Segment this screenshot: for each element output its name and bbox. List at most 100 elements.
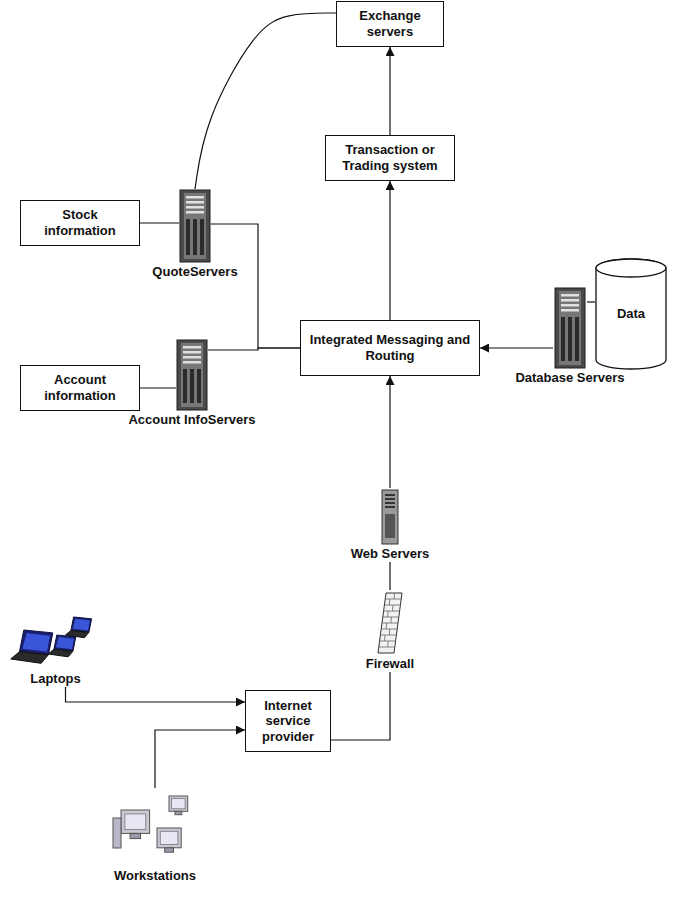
brick-joint (386, 623, 388, 629)
laptop-screen (19, 630, 52, 655)
laptop-screen (54, 635, 76, 651)
monitor-stand (175, 811, 182, 814)
web-server-bay (385, 506, 395, 508)
firewall-icon-node: Firewall (350, 590, 430, 672)
icon-label: Web Servers (349, 546, 432, 562)
icon-label: Account InfoServers (126, 412, 257, 428)
connector-arrow (155, 730, 245, 788)
drive-bay (186, 211, 204, 214)
data-cylinder: Data (595, 258, 667, 370)
monitor-stand (165, 848, 174, 852)
process-box: Account information (20, 365, 140, 411)
server-icon (140, 188, 250, 264)
server-face (181, 343, 203, 407)
process-box: Integrated Messaging and Routing (300, 320, 480, 376)
laptop-screen (71, 617, 92, 632)
server-column (186, 219, 190, 255)
monitor-screen (172, 799, 186, 809)
brick-course (385, 599, 401, 600)
process-box: Exchange servers (336, 1, 444, 47)
server-icon (112, 338, 272, 412)
drive-bay (561, 309, 579, 312)
workstations-icon-node: Workstations (100, 788, 210, 884)
server-column (575, 317, 579, 361)
icon-label: Laptops (28, 671, 83, 687)
brick-course (384, 611, 400, 612)
box-label: Account information (27, 372, 133, 403)
process-box: Internet service provider (245, 690, 331, 752)
server-icon-node: Database Servers (505, 286, 635, 386)
brick-joint (387, 641, 389, 647)
box-label: Data (617, 306, 645, 322)
box-label: Transaction or Trading system (332, 142, 448, 173)
drive-bay (561, 299, 579, 302)
laptop-display (22, 633, 50, 652)
firewall-icon (350, 590, 430, 656)
workstations-icon (100, 788, 210, 868)
brick-joint (394, 593, 396, 599)
drive-bay (183, 356, 201, 359)
server-column (190, 369, 194, 403)
brick-joint (389, 629, 391, 635)
web-server-case (382, 490, 398, 544)
brick-course (380, 641, 396, 642)
icon-label: Database Servers (513, 370, 626, 386)
connector-line (140, 387, 176, 388)
monitor-case (169, 796, 188, 811)
server-column (561, 317, 565, 361)
brick-course (383, 617, 399, 618)
drive-bay (183, 346, 201, 349)
server-column (193, 219, 197, 255)
brick-course (382, 623, 398, 624)
web-server-panel (385, 514, 395, 538)
drive-bay (561, 294, 579, 297)
brick-course (379, 647, 395, 648)
laptop-display (73, 619, 90, 631)
connector-line (211, 224, 300, 348)
server-face (559, 291, 581, 365)
server-icon-node: QuoteServers (140, 188, 250, 280)
monitor-screen (160, 831, 178, 844)
brick-joint (390, 617, 392, 623)
laptops-icon-node: Laptops (8, 615, 103, 687)
connector-arrow (480, 347, 553, 348)
icon-label: Firewall (364, 656, 416, 672)
server-column (197, 369, 201, 403)
brick-course (384, 605, 400, 606)
server-icon (505, 286, 635, 370)
brick-joint (384, 635, 386, 641)
connector-arrow (389, 181, 390, 320)
server-case (180, 190, 210, 262)
web-server-bay (385, 502, 395, 504)
web-server-bay (385, 494, 395, 496)
box-label: Exchange servers (343, 8, 437, 39)
cylinder-top (596, 259, 666, 277)
connector-arrow (389, 376, 390, 488)
connector-line (331, 672, 390, 740)
server-case (177, 340, 207, 410)
laptop-base (11, 652, 49, 664)
firewall-wall (378, 593, 402, 653)
icon-label: Workstations (112, 868, 198, 884)
connector-line (195, 13, 336, 189)
process-box: Transaction or Trading system (325, 135, 455, 181)
connector-line (587, 301, 595, 302)
connector-line (140, 222, 179, 223)
drive-bay (186, 196, 204, 199)
drive-bay (186, 201, 204, 204)
drive-bay (186, 206, 204, 209)
box-label: Stock information (27, 207, 133, 238)
web-icon-node: Web Servers (335, 488, 445, 562)
box-label: Internet service provider (252, 698, 324, 745)
laptop-display (56, 637, 74, 649)
process-box: Stock information (20, 200, 140, 246)
drive-bay (183, 361, 201, 364)
web-icon (335, 488, 445, 546)
monitor-case (157, 828, 181, 848)
laptop-base (48, 649, 73, 657)
brick-course (381, 629, 397, 630)
workstation-tower (113, 818, 121, 848)
cylinder-body (596, 259, 666, 369)
connector-line (208, 348, 300, 350)
